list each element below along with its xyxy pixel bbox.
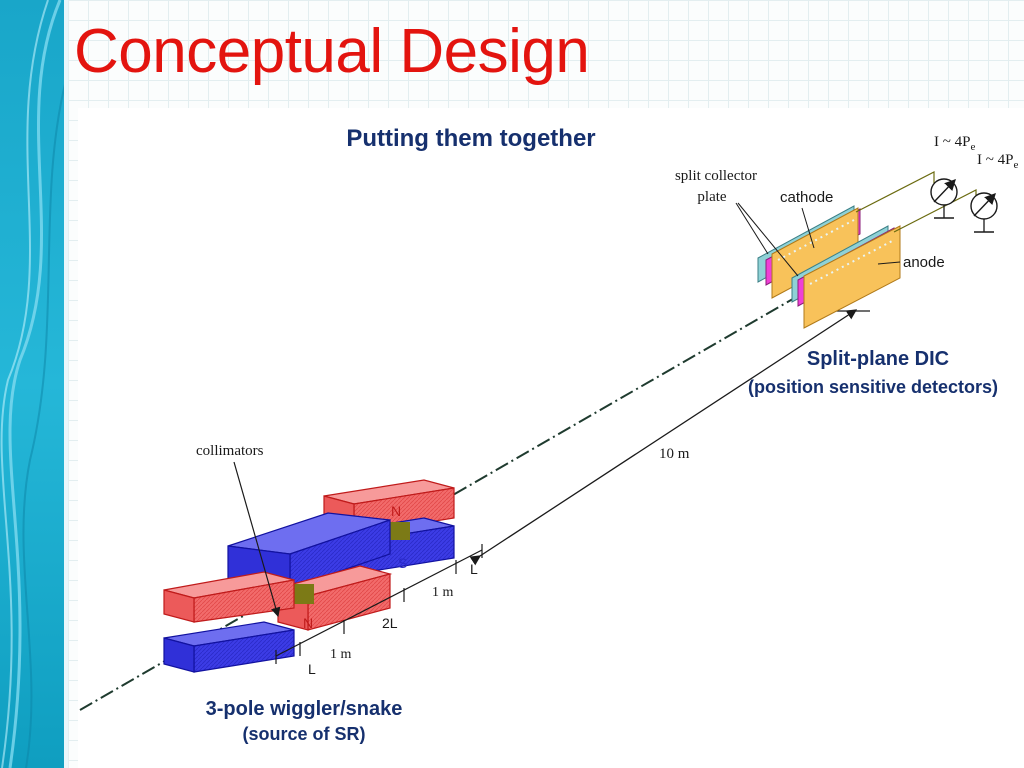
dim-label-1m-bottom: 1 m (330, 647, 352, 662)
split-collector-pointer-2 (737, 202, 799, 277)
anode-pointer (877, 261, 901, 265)
slide-title: Conceptual Design (74, 17, 590, 86)
meter-wire-1 (855, 171, 935, 213)
detector-caption-line2: (position sensitive detectors) (748, 377, 998, 397)
anode-label: anode (903, 254, 945, 271)
spacer-back (390, 522, 410, 540)
current-meter-2-icon (970, 192, 998, 233)
cathode-label: cathode (780, 189, 833, 206)
spacer-middle (294, 584, 314, 604)
current-meter-1-icon (930, 178, 958, 219)
wiggler-caption-line2: (source of SR) (242, 724, 365, 744)
dim-label-1m-top: 1 m (432, 585, 454, 600)
collimators-label: collimators (196, 443, 264, 459)
split-collector-label-line1: split collector (675, 168, 757, 184)
pole-label-n-top: N (391, 503, 401, 519)
dimension-baseline (275, 549, 483, 657)
pole-label-n-bottom: N (303, 615, 313, 631)
dim-label-L-top: L (470, 561, 478, 577)
detector-caption-line1: Split-plane DIC (807, 348, 949, 370)
figure-heading: Putting them together (346, 125, 595, 152)
current-label-1: I ~ 4Pe (934, 134, 975, 153)
pole-front-left-red (163, 571, 295, 623)
distance-arrow (469, 309, 858, 566)
detector-assembly: I ~ 4Pe I ~ 4Pe split collector plate ca… (675, 134, 1018, 329)
cathode-back-strips (777, 219, 855, 261)
decorative-wave-band (0, 0, 68, 768)
distance-label: 10 m (659, 446, 690, 462)
dim-label-L-bottom: L (308, 661, 316, 677)
diagram-svg: Putting them together 10 m (79, 125, 1018, 744)
anode-front (803, 225, 901, 329)
diagram-figure: Putting them together 10 m (78, 108, 1024, 768)
pole-front-left-blue (163, 621, 295, 673)
split-collector-label-line2: plate (697, 189, 726, 205)
wiggler-assembly: N S N collimators (163, 443, 455, 673)
anode-front-strips (809, 239, 895, 285)
wiggler-caption-line1: 3-pole wiggler/snake (206, 698, 403, 720)
current-label-2: I ~ 4Pe (977, 152, 1018, 171)
collimators-pointer (233, 461, 281, 618)
wiggler-dimensions: L 1 m 2L 1 m L (275, 544, 483, 677)
cathode-pointer (801, 207, 815, 249)
dim-label-2L: 2L (382, 615, 398, 631)
pole-label-s: S (398, 555, 407, 571)
split-collector-pointer-1 (735, 202, 769, 255)
